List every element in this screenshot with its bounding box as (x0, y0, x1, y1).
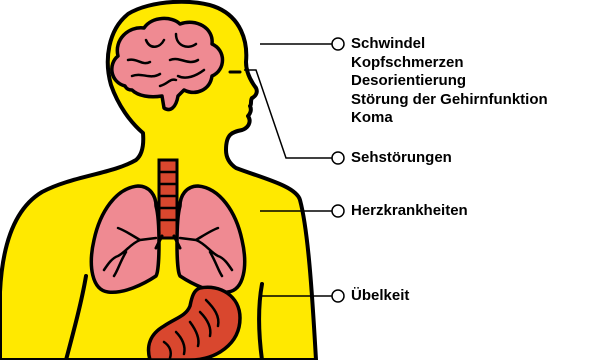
callout-marker-eyes (332, 152, 344, 164)
label-schwindel: Schwindel (351, 35, 548, 54)
trachea (159, 160, 177, 238)
label-koma: Koma (351, 109, 548, 128)
label-gehirnfunktion: Störung der Gehirnfunktion (351, 91, 548, 110)
label-kopfschmerzen: Kopfschmerzen (351, 54, 548, 73)
head-symptoms-list: Schwindel Kopfschmerzen Desorientierung … (351, 35, 548, 128)
label-desorientierung: Desorientierung (351, 72, 548, 91)
callout-marker-heart (332, 205, 344, 217)
callout-markers (332, 38, 344, 302)
label-sehstoerungen: Sehstörungen (351, 149, 452, 168)
label-herzkrankheiten: Herzkrankheiten (351, 202, 468, 221)
callout-marker-stomach (332, 290, 344, 302)
label-uebelkeit: Übelkeit (351, 287, 409, 306)
callout-marker-head (332, 38, 344, 50)
callout-line-eyes (244, 70, 332, 158)
